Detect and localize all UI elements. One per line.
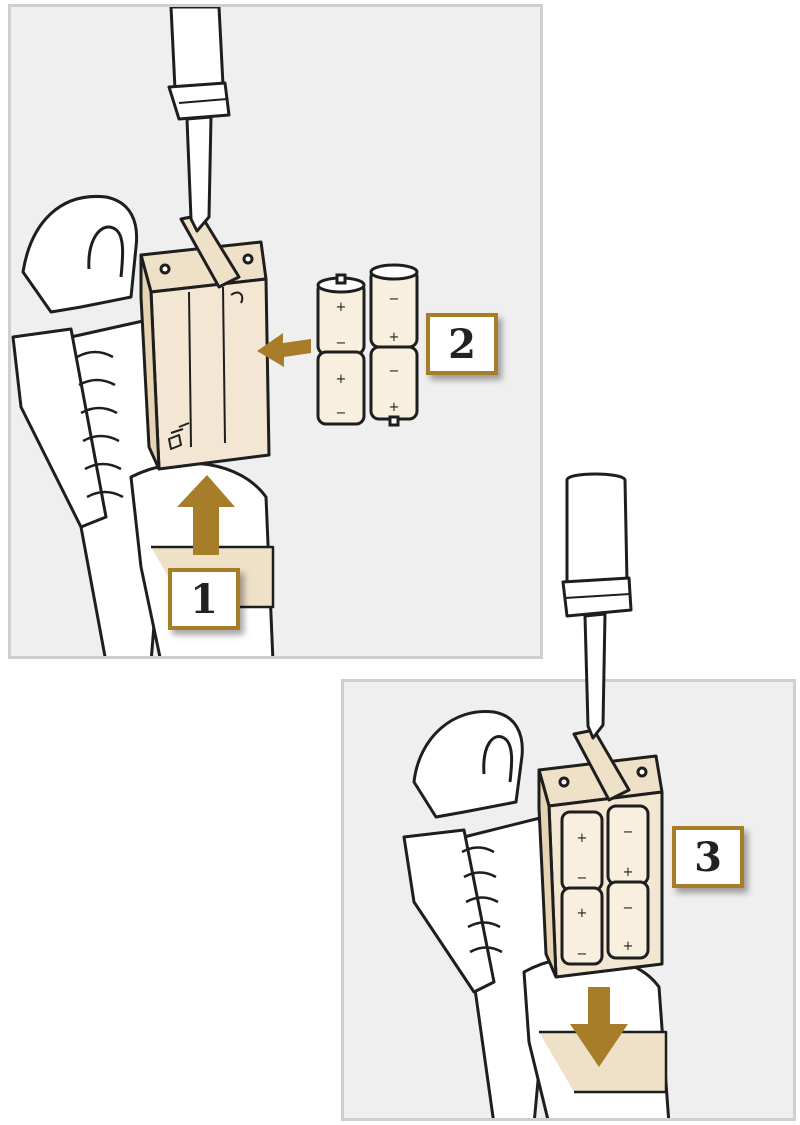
step-badge-2: 2 bbox=[426, 313, 498, 375]
device-grip-loop bbox=[87, 225, 125, 278]
battery-polarity-label: + bbox=[389, 400, 400, 415]
step-badge-3: 3 bbox=[672, 826, 744, 888]
battery-polarity-label: − bbox=[336, 336, 347, 351]
device-coil bbox=[76, 350, 124, 499]
battery-polarity-label: + bbox=[577, 906, 588, 921]
device-coil bbox=[461, 846, 503, 954]
battery-polarity-label: + bbox=[623, 939, 634, 954]
battery-icon-right bbox=[369, 263, 419, 427]
battery-polarity-label: + bbox=[336, 300, 347, 315]
battery-polarity-label: − bbox=[389, 364, 400, 379]
arrow-icon-up bbox=[177, 475, 235, 555]
battery-polarity-label: + bbox=[336, 372, 347, 387]
battery-polarity-label: − bbox=[336, 406, 347, 421]
device-top-grip bbox=[21, 194, 139, 314]
battery-polarity-label: − bbox=[577, 947, 588, 962]
device-grip-loop bbox=[482, 735, 514, 783]
step-3-illustration: + − + − − + − + bbox=[402, 709, 671, 1118]
battery-icon-left bbox=[560, 810, 604, 966]
arrow-icon-down bbox=[570, 987, 628, 1067]
device-side-panel bbox=[11, 327, 108, 529]
step-3-panel: + − + − − + − + bbox=[341, 679, 796, 1121]
battery-polarity-label: + bbox=[389, 330, 400, 345]
device-top-grip bbox=[412, 709, 524, 819]
screwdriver-icon bbox=[561, 472, 633, 740]
battery-icon-group bbox=[316, 263, 419, 427]
battery-icon-group bbox=[560, 804, 650, 966]
screwdriver-icon bbox=[167, 7, 231, 233]
battery-polarity-label: + bbox=[577, 831, 588, 846]
arrow-icon-left bbox=[257, 333, 311, 367]
battery-polarity-label: − bbox=[389, 292, 400, 307]
battery-icon-left bbox=[316, 273, 366, 426]
battery-icon-right bbox=[606, 804, 650, 960]
battery-polarity-label: − bbox=[623, 901, 634, 916]
step-1-2-illustration: + − + − − + − + bbox=[11, 7, 419, 656]
step-badge-1: 1 bbox=[168, 568, 240, 630]
battery-polarity-label: − bbox=[577, 871, 588, 886]
battery-polarity-label: − bbox=[623, 825, 634, 840]
battery-holder bbox=[139, 213, 271, 471]
battery-polarity-label: + bbox=[623, 865, 634, 880]
